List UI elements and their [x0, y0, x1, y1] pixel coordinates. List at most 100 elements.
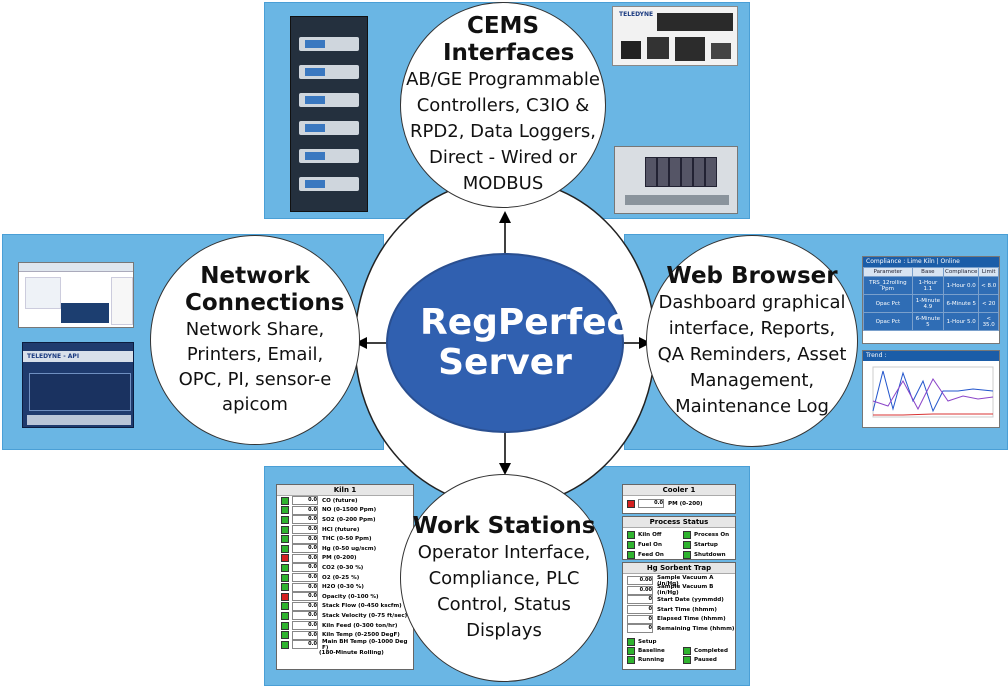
software-window-screenshot — [18, 262, 134, 328]
status-led — [281, 535, 289, 544]
process-item: Fuel On — [623, 540, 679, 550]
reading-label: Paused — [694, 657, 717, 664]
reading-value: 0 — [627, 595, 653, 605]
reading-label: Kiln Feed (0-300 ton/hr) — [322, 622, 398, 629]
process-item: Kiln Off — [623, 530, 679, 540]
trend-chart-screenshot: Trend : — [862, 350, 1000, 428]
compliance-cell: 1-Minute 4.9 — [911, 294, 945, 313]
kiln-row: 0.0 CO2 (0-30 %) — [277, 563, 413, 573]
reading-label: Start Date (yymmdd) — [657, 596, 724, 603]
reading-label: H2O (0-30 %) — [322, 584, 364, 591]
kiln-row: 0.0 SO2 (0-200 Ppm) — [277, 515, 413, 525]
reading-label: NO (0-1500 Ppm) — [322, 507, 377, 514]
status-led — [281, 506, 289, 515]
compliance-cell: 1-Hour 5.0 — [943, 312, 980, 331]
analyzer-display-screenshot: TELEDYNE - API — [22, 342, 134, 428]
reading-value: 0.00 — [627, 585, 653, 595]
kiln-title: Kiln 1 — [277, 485, 413, 496]
hg-title: Hg Sorbent Trap — [623, 563, 735, 574]
workstations-title: Work Stations — [412, 512, 596, 539]
reading-value: 0.0 — [292, 630, 318, 640]
reading-label: CO2 (0-30 %) — [322, 564, 364, 571]
status-led — [627, 647, 635, 656]
hg-sorbent-screen: Hg Sorbent Trap 0.00 Sample Vacuum A (in/… — [622, 562, 736, 670]
reading-value: 0.0 — [292, 515, 318, 525]
mode-item: Baseline — [623, 647, 679, 656]
status-led — [683, 656, 691, 665]
reading-label: Hg (0-50 ug/scm) — [322, 545, 377, 552]
device-brand: TELEDYNE — [619, 11, 654, 18]
lcd-brand: TELEDYNE - API — [23, 351, 133, 362]
network-title: Network Connections — [185, 263, 345, 316]
mode-item: Running — [623, 656, 679, 665]
network-node: Network Connections Network Share, Print… — [150, 235, 360, 445]
reading-value: 0 — [627, 624, 653, 634]
reading-value: 0.0 — [292, 573, 318, 583]
reading-label: Kiln Off — [638, 532, 662, 538]
reading-value: 0.0 — [292, 621, 318, 631]
reading-value: 0.0 — [292, 563, 318, 573]
compliance-cell: Opac Pct — [863, 312, 913, 331]
cooler-title: Cooler 1 — [623, 485, 735, 496]
status-led — [281, 621, 289, 630]
cooler-hmi-screen: Cooler 1 0.0 PM (0-200) — [622, 484, 736, 514]
compliance-cell: 1-Hour 1.1 — [911, 276, 945, 295]
kiln-row: 0.0 Kiln Feed (0-300 ton/hr) — [277, 621, 413, 631]
status-led — [281, 631, 289, 640]
reading-label: SO2 (0-200 Ppm) — [322, 516, 376, 523]
status-led — [683, 541, 691, 549]
cooler-row: 0.0 PM (0-200) — [623, 499, 735, 509]
status-led — [281, 573, 289, 582]
reading-value: 0.0 — [292, 601, 318, 611]
process-item: Shutdown — [679, 550, 735, 559]
reading-label: Main BH Temp (0-1000 Deg F) — [322, 638, 408, 651]
reading-value: 0.0 — [292, 553, 318, 563]
reading-label: Process On — [694, 532, 730, 538]
status-led — [281, 496, 289, 505]
status-led — [627, 541, 635, 549]
server-title: RegPerfect Server — [420, 302, 646, 383]
web-node: Web Browser Dashboard graphical interfac… — [646, 235, 858, 447]
network-body: Network Share, Printers, Email, OPC, PI,… — [178, 319, 332, 415]
cems-node: CEMS Interfaces AB/GE Programmable Contr… — [400, 2, 606, 208]
equipment-rack-photo — [290, 16, 368, 212]
trend-header: Trend : — [863, 351, 999, 361]
reading-label: Startup — [694, 542, 718, 548]
status-led — [281, 611, 289, 620]
status-led — [627, 531, 635, 539]
compliance-cell: 1-Hour 0.0 — [943, 276, 980, 295]
kiln-row: 0.0 Hg (0-50 ug/scm) — [277, 544, 413, 554]
reading-label: HCl (future) — [322, 526, 360, 533]
reading-label: Sample Vacuum A (in/Hg) — [657, 574, 714, 587]
reading-label: PM (0-200) — [322, 555, 357, 562]
process-status-screen: Process Status Kiln Off Process On Fuel On… — [622, 516, 736, 560]
status-led — [627, 499, 635, 508]
compliance-cell: < 35.0 — [978, 312, 999, 331]
web-body: Dashboard graphical interface, Reports, … — [657, 291, 847, 417]
c3io-device-photo: TELEDYNE — [612, 6, 738, 66]
status-led — [281, 525, 289, 534]
reading-value: 0.0 — [292, 640, 318, 650]
reading-label: Baseline — [638, 648, 665, 655]
reading-label: Shutdown — [694, 552, 726, 558]
reading-label: THC (0-50 Ppm) — [322, 536, 372, 543]
kiln-row: 0.0 PM (0-200) — [277, 553, 413, 564]
process-item: Startup — [679, 540, 735, 550]
mode-item: Paused — [679, 656, 735, 665]
trend-lines — [872, 366, 994, 418]
server-node: RegPerfect Server — [386, 253, 646, 433]
status-led — [281, 640, 289, 649]
status-led — [281, 583, 289, 592]
reading-value: 0.0 — [292, 544, 318, 554]
compliance-table: Parameter Base Compliance Limit TRS_12ro… — [863, 267, 999, 331]
reading-label: Start Time (hhmm) — [657, 606, 717, 613]
compliance-cell: TRS_12rolling Ppm — [863, 276, 913, 295]
reading-label: Fuel On — [638, 542, 662, 548]
process-title: Process Status — [623, 517, 735, 528]
